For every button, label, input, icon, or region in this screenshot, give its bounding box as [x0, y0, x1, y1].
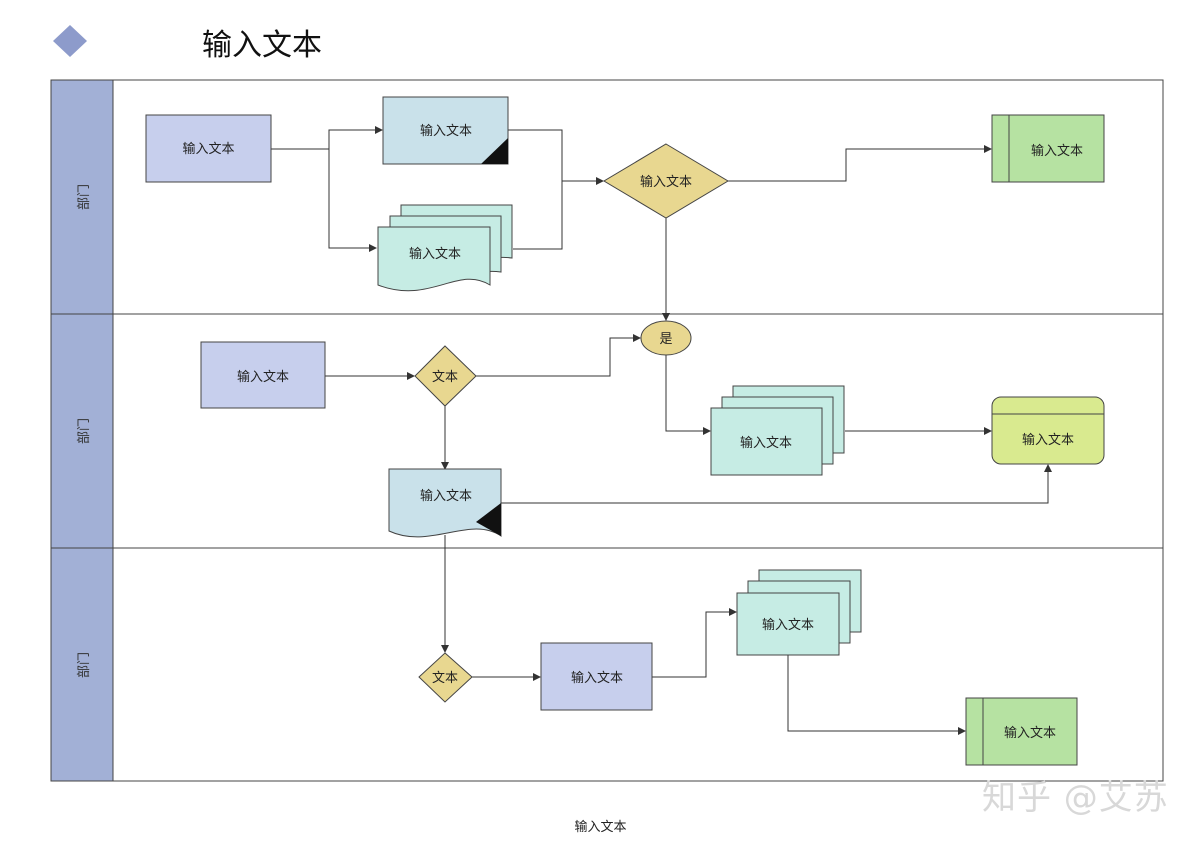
diamond-icon — [53, 25, 87, 57]
svg-text:输入文本: 输入文本 — [640, 174, 692, 190]
node-l1-process[interactable]: 输入文本 — [145, 114, 272, 183]
edge-connector-to-multiproc — [665, 355, 711, 435]
node-l1-document[interactable]: 输入文本 — [382, 96, 509, 165]
svg-text:输入文本: 输入文本 — [409, 246, 461, 262]
caption: 输入文本 — [574, 820, 627, 835]
svg-text:输入文本: 输入文本 — [762, 617, 814, 633]
node-l1-decision[interactable]: 输入文本 — [603, 143, 729, 219]
connectors — [271, 126, 1052, 735]
node-l2-connector[interactable]: 是 — [640, 320, 692, 356]
svg-text:输入文本: 输入文本 — [571, 670, 623, 686]
svg-text:输入文本: 输入文本 — [740, 435, 792, 451]
lane-header-3 — [50, 547, 114, 782]
svg-text:输入文本: 输入文本 — [420, 123, 472, 139]
node-l3-multiprocess[interactable]: 输入文本 — [736, 569, 862, 656]
node-l2-document[interactable]: 输入文本 — [388, 468, 502, 538]
svg-text:输入文本: 输入文本 — [1022, 432, 1074, 448]
watermark: 知乎 @艾苏 — [982, 778, 1169, 818]
edge-decision-to-end — [728, 145, 992, 182]
node-l1-multidocument[interactable]: 输入文本 — [377, 204, 513, 292]
node-l2-terminal[interactable]: 输入文本 — [991, 396, 1105, 465]
edge-document-to-terminal — [501, 464, 1052, 504]
lane-header-1 — [50, 79, 114, 315]
svg-text:输入文本: 输入文本 — [1004, 725, 1056, 741]
node-l3-decision[interactable]: 文本 — [418, 652, 473, 703]
lane-label-1: 部门 — [77, 184, 92, 210]
svg-text:文本: 文本 — [432, 370, 458, 385]
node-l1-end[interactable]: 输入文本 — [991, 114, 1105, 183]
page-title: 输入文本 — [202, 28, 322, 63]
edge-document-to-decision — [508, 129, 604, 185]
edge-multidoc-to-decision — [513, 181, 563, 250]
edge-l3multiproc-to-end — [787, 655, 966, 735]
edge-l3process-to-multiproc — [652, 608, 737, 678]
svg-text:是: 是 — [659, 332, 672, 347]
lane-label-3: 部门 — [77, 652, 92, 678]
svg-text:输入文本: 输入文本 — [182, 141, 234, 157]
svg-text:输入文本: 输入文本 — [420, 488, 472, 504]
node-l2-process[interactable]: 输入文本 — [200, 341, 326, 409]
lane-label-2: 部门 — [77, 418, 92, 444]
edge-process-to-multidoc — [328, 149, 377, 252]
svg-text:输入文本: 输入文本 — [237, 369, 289, 385]
edge-process-to-document — [271, 126, 383, 150]
svg-text:输入文本: 输入文本 — [1031, 143, 1083, 159]
svg-text:文本: 文本 — [432, 671, 458, 686]
node-l2-multiprocess[interactable]: 输入文本 — [710, 385, 845, 476]
edge-l2decision-to-connector — [476, 334, 641, 377]
node-l3-end[interactable]: 输入文本 — [965, 697, 1078, 766]
node-l2-decision[interactable]: 文本 — [414, 345, 477, 407]
node-l3-process[interactable]: 输入文本 — [540, 642, 653, 711]
